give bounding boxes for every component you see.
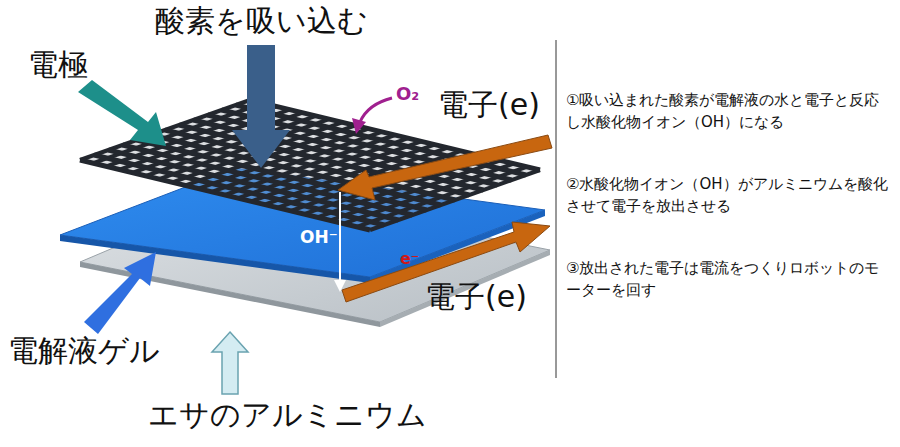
electrode-pointer	[78, 80, 166, 146]
part-label: エサのアルミニウム	[148, 398, 427, 433]
electron-label: 電子(e)	[425, 280, 527, 315]
part-label: 電極	[28, 48, 88, 83]
oxygen-arrow	[232, 45, 290, 168]
electron-label: 電子(e)	[438, 88, 540, 123]
hydroxide-path	[339, 192, 341, 282]
note-text: ③放出された電子は電流をつくりロボットのモーターを回す	[566, 258, 892, 302]
electron-in-arrow	[338, 135, 552, 200]
gel-pointer	[84, 252, 156, 334]
intake-label: 酸素を吸い込む	[155, 4, 368, 39]
hydroxide-label: OH⁻	[300, 228, 338, 248]
o2-head	[352, 118, 366, 134]
aluminium-edge	[380, 250, 550, 327]
o2-label: O₂	[396, 84, 419, 105]
aluminium-pointer	[212, 332, 248, 394]
electron-symbol: e⁻	[400, 250, 419, 268]
note-text: ②水酸化物イオン（OH）がアルミニウムを酸化させて電子を放出させる	[566, 174, 892, 218]
part-label: 電解液ゲル	[8, 334, 160, 369]
note-text: ①吸い込まれた酸素が電解液の水と電子と反応し水酸化物イオン（OH）になる	[566, 90, 892, 134]
divider-line	[556, 40, 557, 378]
o2-arrow	[360, 98, 392, 122]
